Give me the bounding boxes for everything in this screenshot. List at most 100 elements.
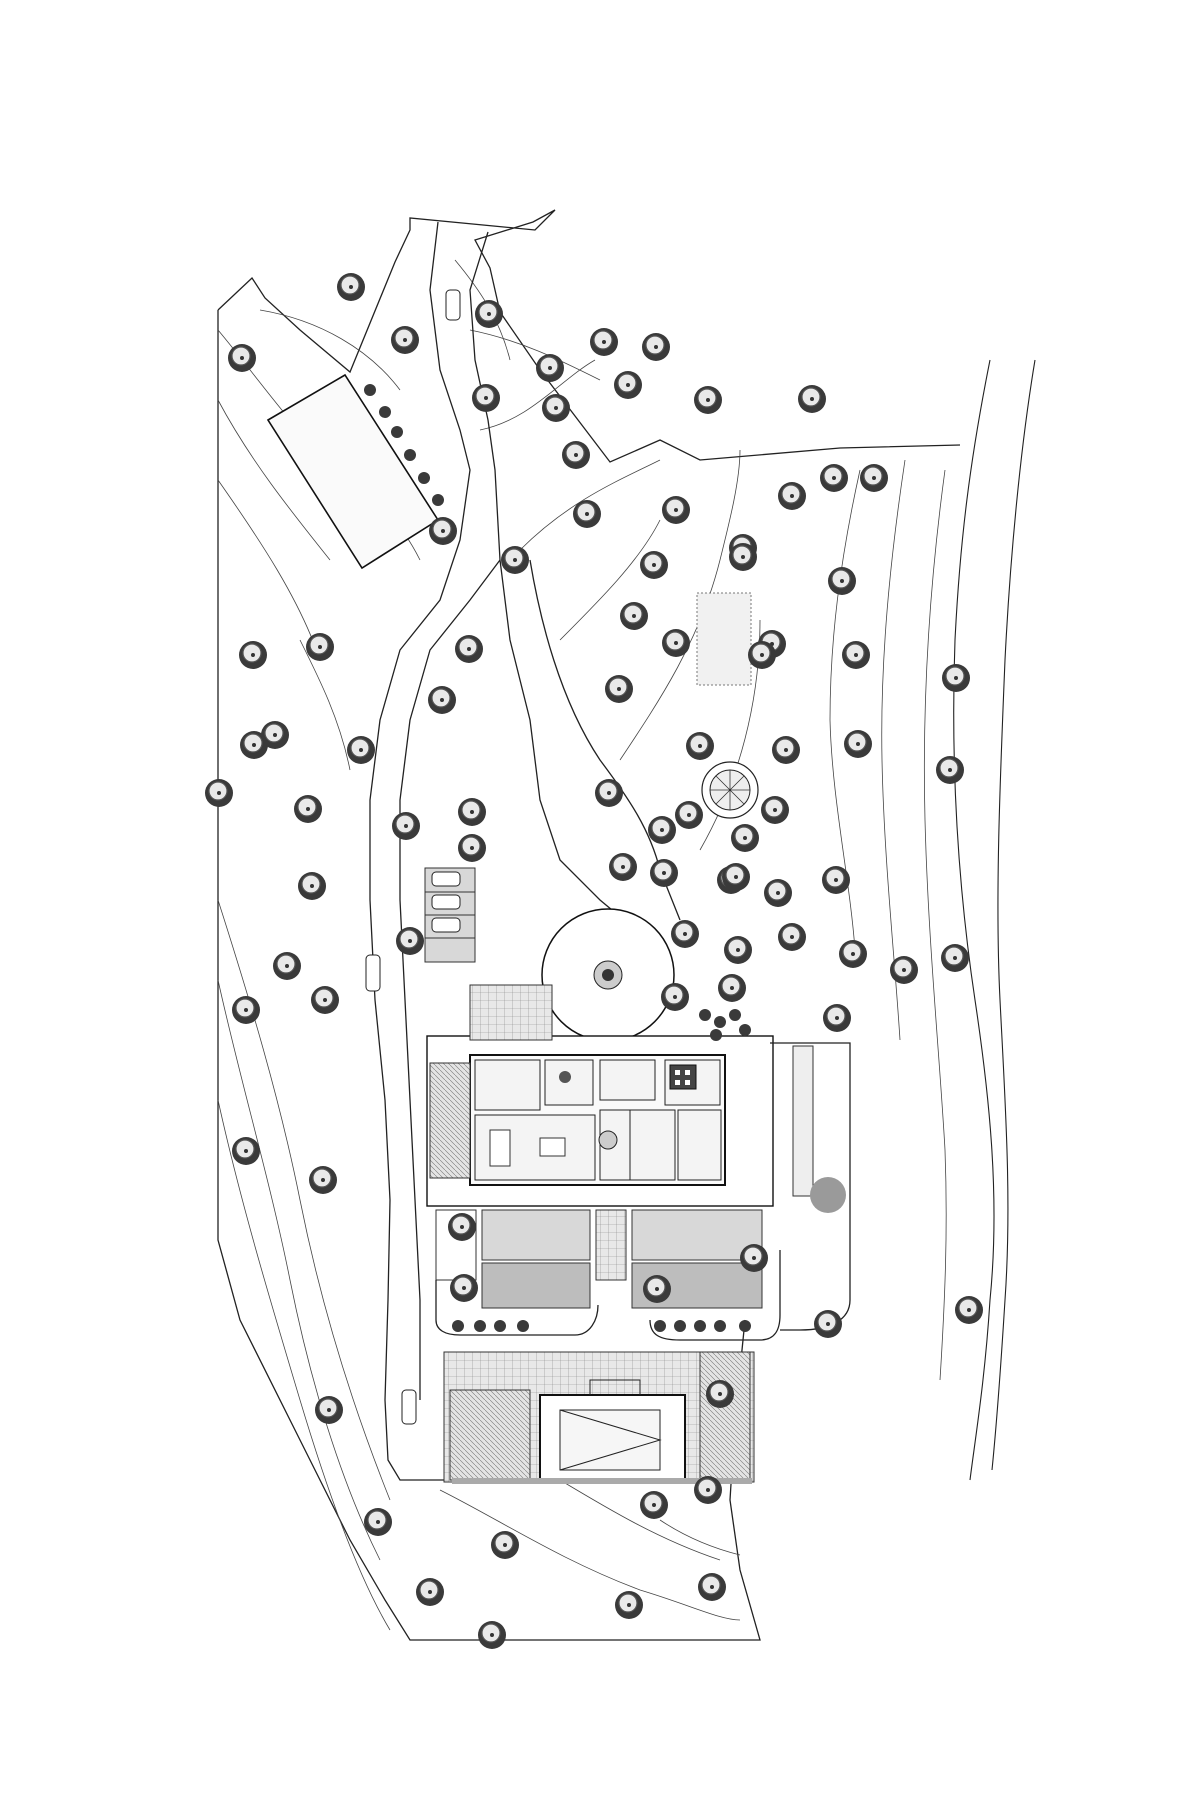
tree-symbol-icon [640,551,668,579]
tree-symbol-icon [205,779,233,807]
east-driveway [770,1042,851,1331]
trees [205,273,983,1649]
tree-symbol-icon [347,736,375,764]
tree-symbol-icon [309,1166,337,1194]
car-icon [431,871,461,887]
shrub-icon [710,1029,722,1041]
shrub-icon [729,1009,741,1021]
tree-symbol-icon [839,940,867,968]
sport-field [696,592,752,686]
tree-symbol-icon [392,812,420,840]
tree-symbol-icon [686,732,714,760]
car-icon [401,1389,417,1425]
tree-symbol-icon [650,859,678,887]
tree-symbol-icon [955,1296,983,1324]
car-icon [445,289,461,321]
cars [365,289,461,1425]
tree-symbol-icon [772,736,800,764]
tree-symbol-icon [315,1396,343,1424]
tree-symbol-icon [478,1621,506,1649]
tree-symbol-icon [337,273,365,301]
tree-symbol-icon [501,546,529,574]
shrub-icon [739,1320,751,1332]
small-trees [452,1009,751,1332]
tree-symbol-icon [844,730,872,758]
tree-symbol-icon [416,1578,444,1606]
pool-area [443,1351,755,1484]
tree-symbol-icon [662,629,690,657]
house-stairs [429,1062,471,1179]
tree-symbol-icon [718,974,746,1002]
tree-symbol-icon [828,567,856,595]
shrub-icon [739,1024,751,1036]
tree-symbol-icon [605,675,633,703]
shrub-icon [699,1009,711,1021]
tree-symbol-icon [731,824,759,852]
tree-symbol-icon [748,641,776,669]
car-icon [431,894,461,910]
tree-symbol-icon [573,500,601,528]
tree-symbol-icon [298,872,326,900]
tree-symbol-icon [261,721,289,749]
tree-symbol-icon [595,779,623,807]
shrub-icon [474,1320,486,1332]
tree-symbol-icon [740,1244,768,1272]
tree-symbol-icon [941,944,969,972]
tree-symbol-icon [661,983,689,1011]
shrub-icon [517,1320,529,1332]
tree-symbol-icon [778,923,806,951]
tree-symbol-icon [798,385,826,413]
tree-symbol-icon [458,798,486,826]
tree-symbol-icon [675,801,703,829]
tree-symbol-icon [822,866,850,894]
access-road [369,221,681,1481]
tree-symbol-icon [536,354,564,382]
tree-symbol-icon [890,956,918,984]
tree-symbol-icon [273,952,301,980]
tree-symbol-icon [724,936,752,964]
tree-symbol-icon [643,1275,671,1303]
tree-symbol-icon [609,853,637,881]
tree-symbol-icon [455,635,483,663]
gazebo-icon [701,761,759,819]
tree-symbol-icon [542,394,570,422]
house [426,1035,774,1207]
tree-symbol-icon [842,641,870,669]
tree-symbol-icon [620,602,648,630]
tree-symbol-icon [448,1213,476,1241]
roundabout [541,908,675,1042]
tree-symbol-icon [764,879,792,907]
tree-symbol-icon [396,927,424,955]
tree-symbol-icon [615,1591,643,1619]
tree-symbol-icon [640,1491,668,1519]
tree-symbol-icon [562,441,590,469]
tree-symbol-icon [590,328,618,356]
tree-symbol-icon [698,1573,726,1601]
tree-symbol-icon [239,641,267,669]
shrub-icon [654,1320,666,1332]
tree-symbol-icon [228,344,256,372]
tree-symbol-icon [475,300,503,328]
tree-symbol-icon [820,464,848,492]
tree-symbol-icon [936,756,964,784]
tree-symbol-icon [429,517,457,545]
tree-symbol-icon [823,1004,851,1032]
tree-symbol-icon [428,686,456,714]
tree-symbol-icon [814,1310,842,1338]
tree-symbol-icon [306,633,334,661]
shrub-icon [452,1320,464,1332]
car-icon [365,954,381,992]
tree-symbol-icon [491,1531,519,1559]
site-boundary [217,209,1036,1641]
tree-symbol-icon [648,816,676,844]
upper-building [266,373,440,570]
shrub-icon [694,1320,706,1332]
tree-symbol-icon [391,326,419,354]
tree-symbol-icon [232,1137,260,1165]
tree-symbol-icon [860,464,888,492]
tree-symbol-icon [472,384,500,412]
tree-symbol-icon [294,795,322,823]
tree-symbol-icon [614,371,642,399]
tree-symbol-icon [778,482,806,510]
